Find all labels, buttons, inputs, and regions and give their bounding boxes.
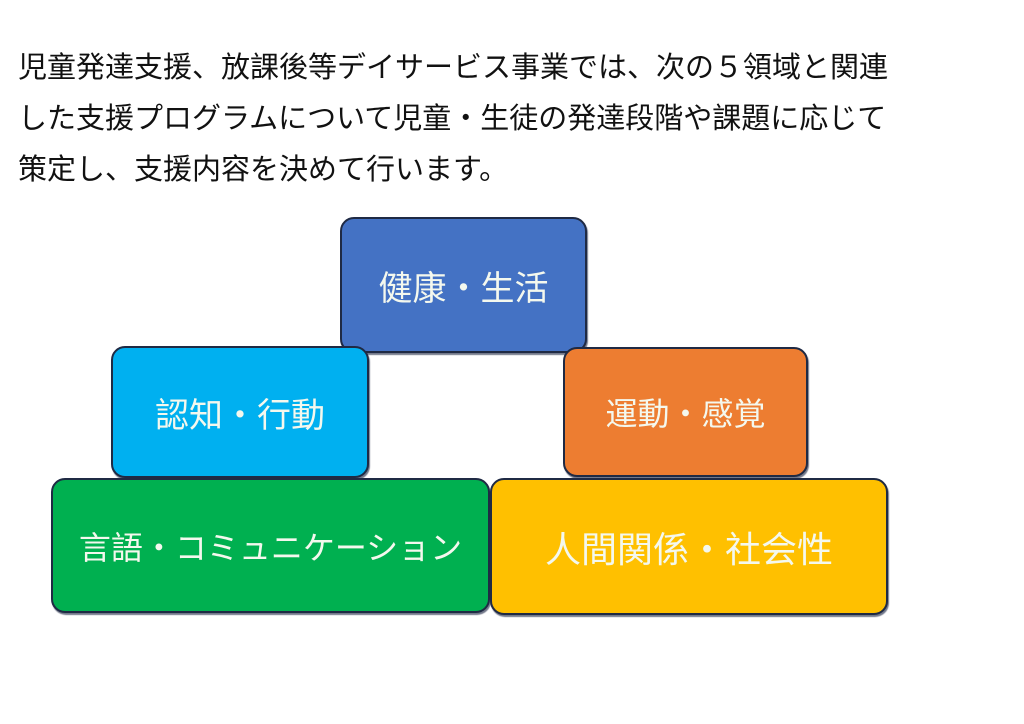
domain-cognition-behavior: 認知・行動 bbox=[111, 346, 369, 478]
paragraph-line: 児童発達支援、放課後等デイサービス事業では、次の５領域と関連 bbox=[18, 50, 889, 84]
domain-label: 人間関係・社会性 bbox=[544, 529, 833, 571]
domain-label: 認知・行動 bbox=[155, 395, 325, 436]
intro-paragraph: 児童発達支援、放課後等デイサービス事業では、次の５領域と関連 した支援プログラム… bbox=[18, 42, 1008, 195]
paragraph-line: した支援プログラムについて児童・生徒の発達段階や課題に応じて bbox=[18, 101, 887, 135]
domain-label: 言語・コミュニケーション bbox=[78, 528, 463, 567]
domain-language-communication: 言語・コミュニケーション bbox=[51, 478, 490, 613]
domain-health-life: 健康・生活 bbox=[340, 217, 587, 353]
domain-motor-sensory: 運動・感覚 bbox=[563, 347, 808, 477]
paragraph-line: 策定し、支援内容を決めて行います。 bbox=[18, 152, 509, 186]
domain-relationships-sociality: 人間関係・社会性 bbox=[490, 478, 888, 615]
domain-label: 健康・生活 bbox=[378, 268, 549, 309]
domain-label: 運動・感覚 bbox=[605, 395, 766, 433]
